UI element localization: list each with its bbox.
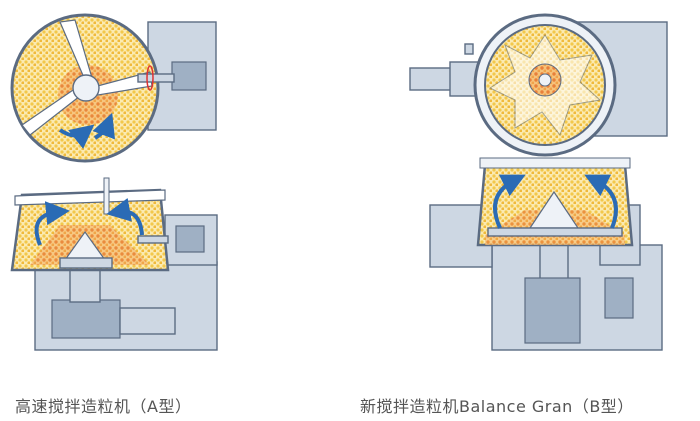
type-b-top-view	[409, 13, 668, 157]
flow-arrow-icon	[584, 174, 618, 229]
flow-arrow-icon	[106, 198, 144, 236]
impeller-hub	[72, 74, 100, 102]
vent-pipe	[103, 177, 110, 215]
flow-arrow-icon	[493, 174, 526, 229]
flow-arrow-icon	[58, 124, 95, 149]
caption-type-b: 新搅拌造粒机Balance Gran（B型）	[360, 397, 634, 416]
lid	[479, 157, 631, 169]
motor-icon	[171, 61, 207, 91]
chopper-shaft	[137, 235, 169, 244]
impeller-hub	[538, 73, 552, 87]
motor-icon	[51, 299, 121, 339]
type-a-side-view	[10, 177, 218, 351]
chopper-shaft	[137, 73, 175, 83]
type-a-top-view	[10, 13, 217, 163]
flow-arrow-icon	[92, 112, 116, 140]
motor-icon	[604, 277, 634, 319]
caption-type-a: 高速搅拌造粒机（A型）	[15, 397, 192, 416]
chopper-icon	[146, 65, 154, 91]
gearbox	[524, 277, 581, 344]
flow-arrow-icon	[34, 201, 70, 246]
type-b-side-view	[429, 157, 663, 351]
drive-shaft	[409, 67, 456, 91]
